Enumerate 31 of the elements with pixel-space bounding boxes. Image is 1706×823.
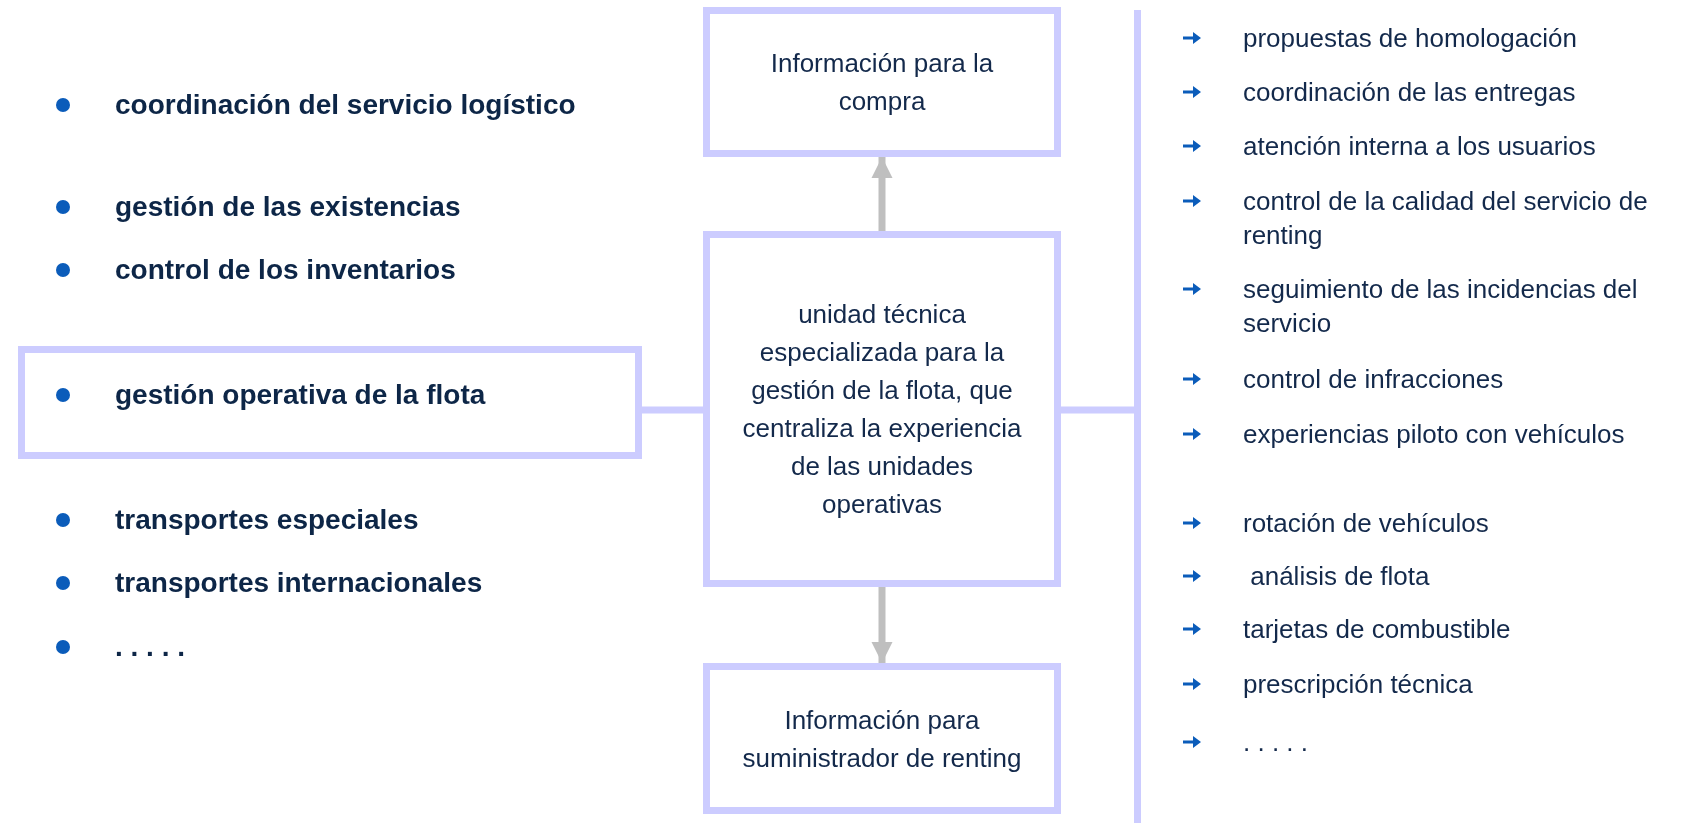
- process-box: [703, 663, 1061, 814]
- list-item: . . . . .: [1243, 726, 1309, 759]
- list-item: seguimiento de las incidencias del servicio: [1243, 273, 1639, 340]
- list-item: gestión de las existencias: [115, 190, 462, 224]
- list-item: coordinación del servicio logístico: [115, 88, 577, 122]
- node-text: Información para suministrador de renting: [741, 703, 1023, 775]
- connector-line: [1061, 406, 1134, 414]
- arrow: [871, 587, 893, 663]
- list-item: control de los inventarios: [115, 253, 457, 287]
- list-item: . . . . .: [115, 630, 186, 664]
- node-text: unidad técnica especializada para la gestión de la flota, que centraliza la experiencia de las unidades operativas: [741, 298, 1023, 521]
- list-item: análisis de flota: [1249, 560, 1431, 593]
- list-item: rotación de vehículos: [1243, 507, 1490, 540]
- list-item: control de infracciones: [1243, 363, 1505, 396]
- process-box: [703, 7, 1061, 157]
- vertical-bar: [1134, 10, 1141, 823]
- process-box: [703, 231, 1061, 587]
- list-item: experiencias piloto con vehículos: [1243, 418, 1626, 451]
- list-item: propuestas de homologación: [1243, 22, 1578, 55]
- list-item: control de la calidad del servicio de renting: [1243, 185, 1649, 252]
- list-item: tarjetas de combustible: [1243, 613, 1512, 646]
- arrow: [871, 157, 893, 231]
- node-text: gestión operativa de la flota: [115, 378, 486, 412]
- list-item: atención interna a los usuarios: [1243, 130, 1597, 163]
- list-item: transportes internacionales: [115, 566, 484, 600]
- list-item: prescripción técnica: [1243, 668, 1474, 701]
- list-item: transportes especiales: [115, 503, 420, 537]
- connector-line: [642, 406, 703, 414]
- process-box: [18, 346, 642, 459]
- node-text: Información para la compra: [769, 47, 995, 118]
- list-item: coordinación de las entregas: [1243, 76, 1577, 109]
